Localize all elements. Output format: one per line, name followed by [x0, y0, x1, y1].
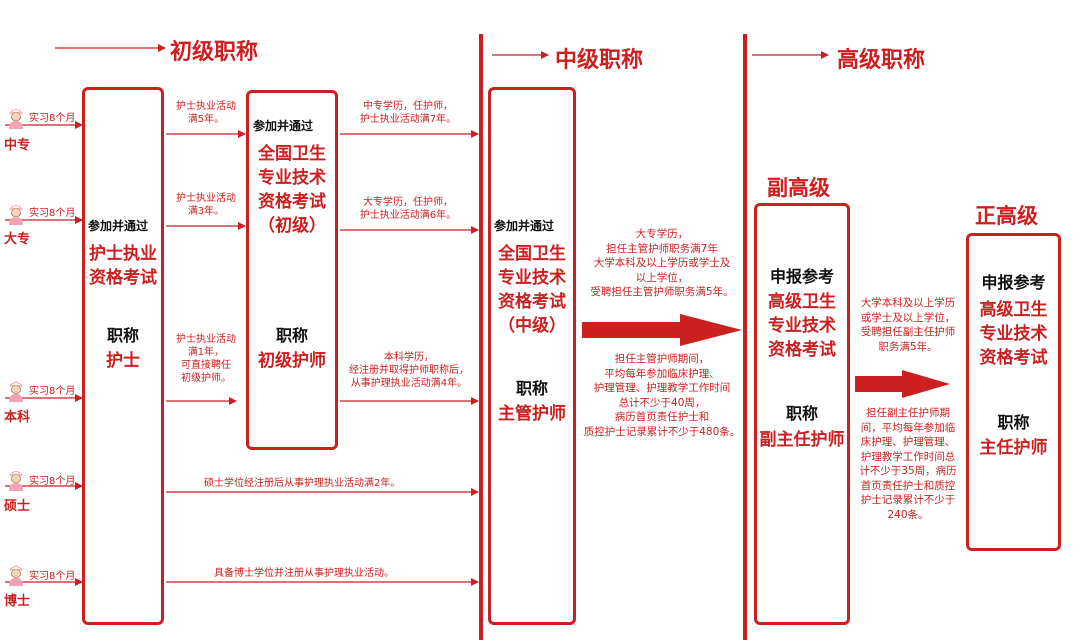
condition-text: 护士执业活动 满5年。	[176, 101, 236, 125]
divider-intermediate	[479, 34, 483, 640]
box-full-exam: 高级卫生 专业技术 资格考试	[979, 300, 1048, 368]
box-primary-title: 初级护师	[258, 351, 326, 371]
box-full-senior	[966, 233, 1061, 551]
entry-label-shuoshi: 硕士	[4, 499, 31, 514]
internship-label: 实习8个月	[29, 476, 76, 487]
nurse-icon	[9, 205, 23, 225]
box-nurse	[82, 87, 164, 625]
box-full-title-label: 职称	[997, 413, 1030, 432]
condition-text: 大专学历，任护师， 护士执业活动满6年。	[359, 197, 457, 221]
section-title-senior: 高级职称	[837, 48, 926, 73]
internship-label: 实习8个月	[29, 386, 76, 397]
box-associate-apply-text: 申报参考	[769, 267, 834, 286]
box-intermediate-title-label: 职称	[515, 379, 548, 398]
box-nurse-exam: 护士执业 资格考试	[89, 244, 157, 288]
condition-text: 护士执业活动 满1年， 可直接聘任 初级护师。	[176, 334, 236, 384]
entry-label-boshi: 博士	[4, 594, 31, 609]
box-associate-title-label: 职称	[785, 404, 818, 423]
condition-master: 硕士学位经注册后从事护理执业活动满2年。	[204, 478, 401, 489]
box-intermediate	[488, 87, 576, 625]
condition-to-associate-lower: 担任主管护师期间， 平均每年参加临床护理、 护理管理、护理教学工作时间 总计不少…	[583, 353, 741, 438]
box-nurse-title-label: 职称	[106, 326, 139, 345]
internship-label: 实习8个月	[29, 208, 76, 219]
section-title-associate-senior: 副高级	[767, 176, 830, 200]
box-intermediate-exam: 全国卫生 专业技术 资格考试 （中级）	[498, 244, 566, 336]
box-nurse-title: 护士	[106, 351, 140, 371]
big-arrow-to-full	[855, 370, 950, 398]
condition-to-associate-upper: 大专学历， 担任主管护师职务满7年 大学本科及以上学历或学士及 以上学位， 受聘…	[590, 228, 734, 298]
nurse-icon	[9, 566, 23, 586]
internship-label: 实习8个月	[29, 113, 76, 124]
nurse-icon	[9, 382, 23, 402]
condition-to-full-lower: 担任副主任护师期 间，平均每年参加临 床护理、护理管理、 护理教学工作时间总 计…	[859, 407, 957, 521]
box-primary-title-label: 职称	[275, 326, 308, 345]
box-associate-title: 副主任护师	[759, 430, 845, 450]
internship-label: 实习8个月	[29, 571, 76, 582]
section-title-full-senior: 正高级	[975, 204, 1038, 228]
condition-text: 本科学历， 经注册并取得护师职称后， 从事护理执业活动满4年。	[349, 352, 469, 389]
condition-to-full-upper: 大学本科及以上学历 或学士及以上学位， 受聘担任副主任护师 职务满5年。	[860, 297, 956, 353]
entry-label-dazhuan: 大专	[4, 232, 31, 247]
section-title-primary: 初级职称	[170, 40, 259, 65]
box-associate-senior	[754, 203, 850, 625]
condition-text: 护士执业活动 满3年。	[176, 193, 236, 217]
box-primary-exam: 全国卫生 专业技术 资格考试 （初级）	[258, 144, 326, 236]
condition-phd: 具备博士学位并注册从事护理执业活动。	[214, 568, 394, 579]
box-full-apply-text: 申报参考	[981, 273, 1046, 292]
section-title-intermediate: 中级职称	[555, 48, 644, 73]
box-nurse-pass-text: 参加并通过	[88, 219, 149, 233]
box-full-title: 主任护师	[979, 438, 1048, 458]
entry-label-benke: 本科	[4, 410, 31, 425]
box-intermediate-pass-text: 参加并通过	[494, 219, 555, 233]
box-intermediate-title: 主管护师	[498, 404, 566, 424]
nurse-icon	[9, 471, 23, 491]
box-primary	[246, 90, 338, 450]
divider-senior	[743, 34, 747, 640]
entry-label-zhongzhuan: 中专	[4, 138, 31, 153]
condition-text: 中专学历，任护师， 护士执业活动满7年。	[359, 101, 457, 125]
box-associate-exam: 高级卫生 专业技术 资格考试	[768, 292, 836, 360]
big-arrow-to-associate	[582, 314, 742, 346]
box-primary-pass-text: 参加并通过	[253, 119, 314, 133]
nurse-icon	[9, 109, 23, 129]
